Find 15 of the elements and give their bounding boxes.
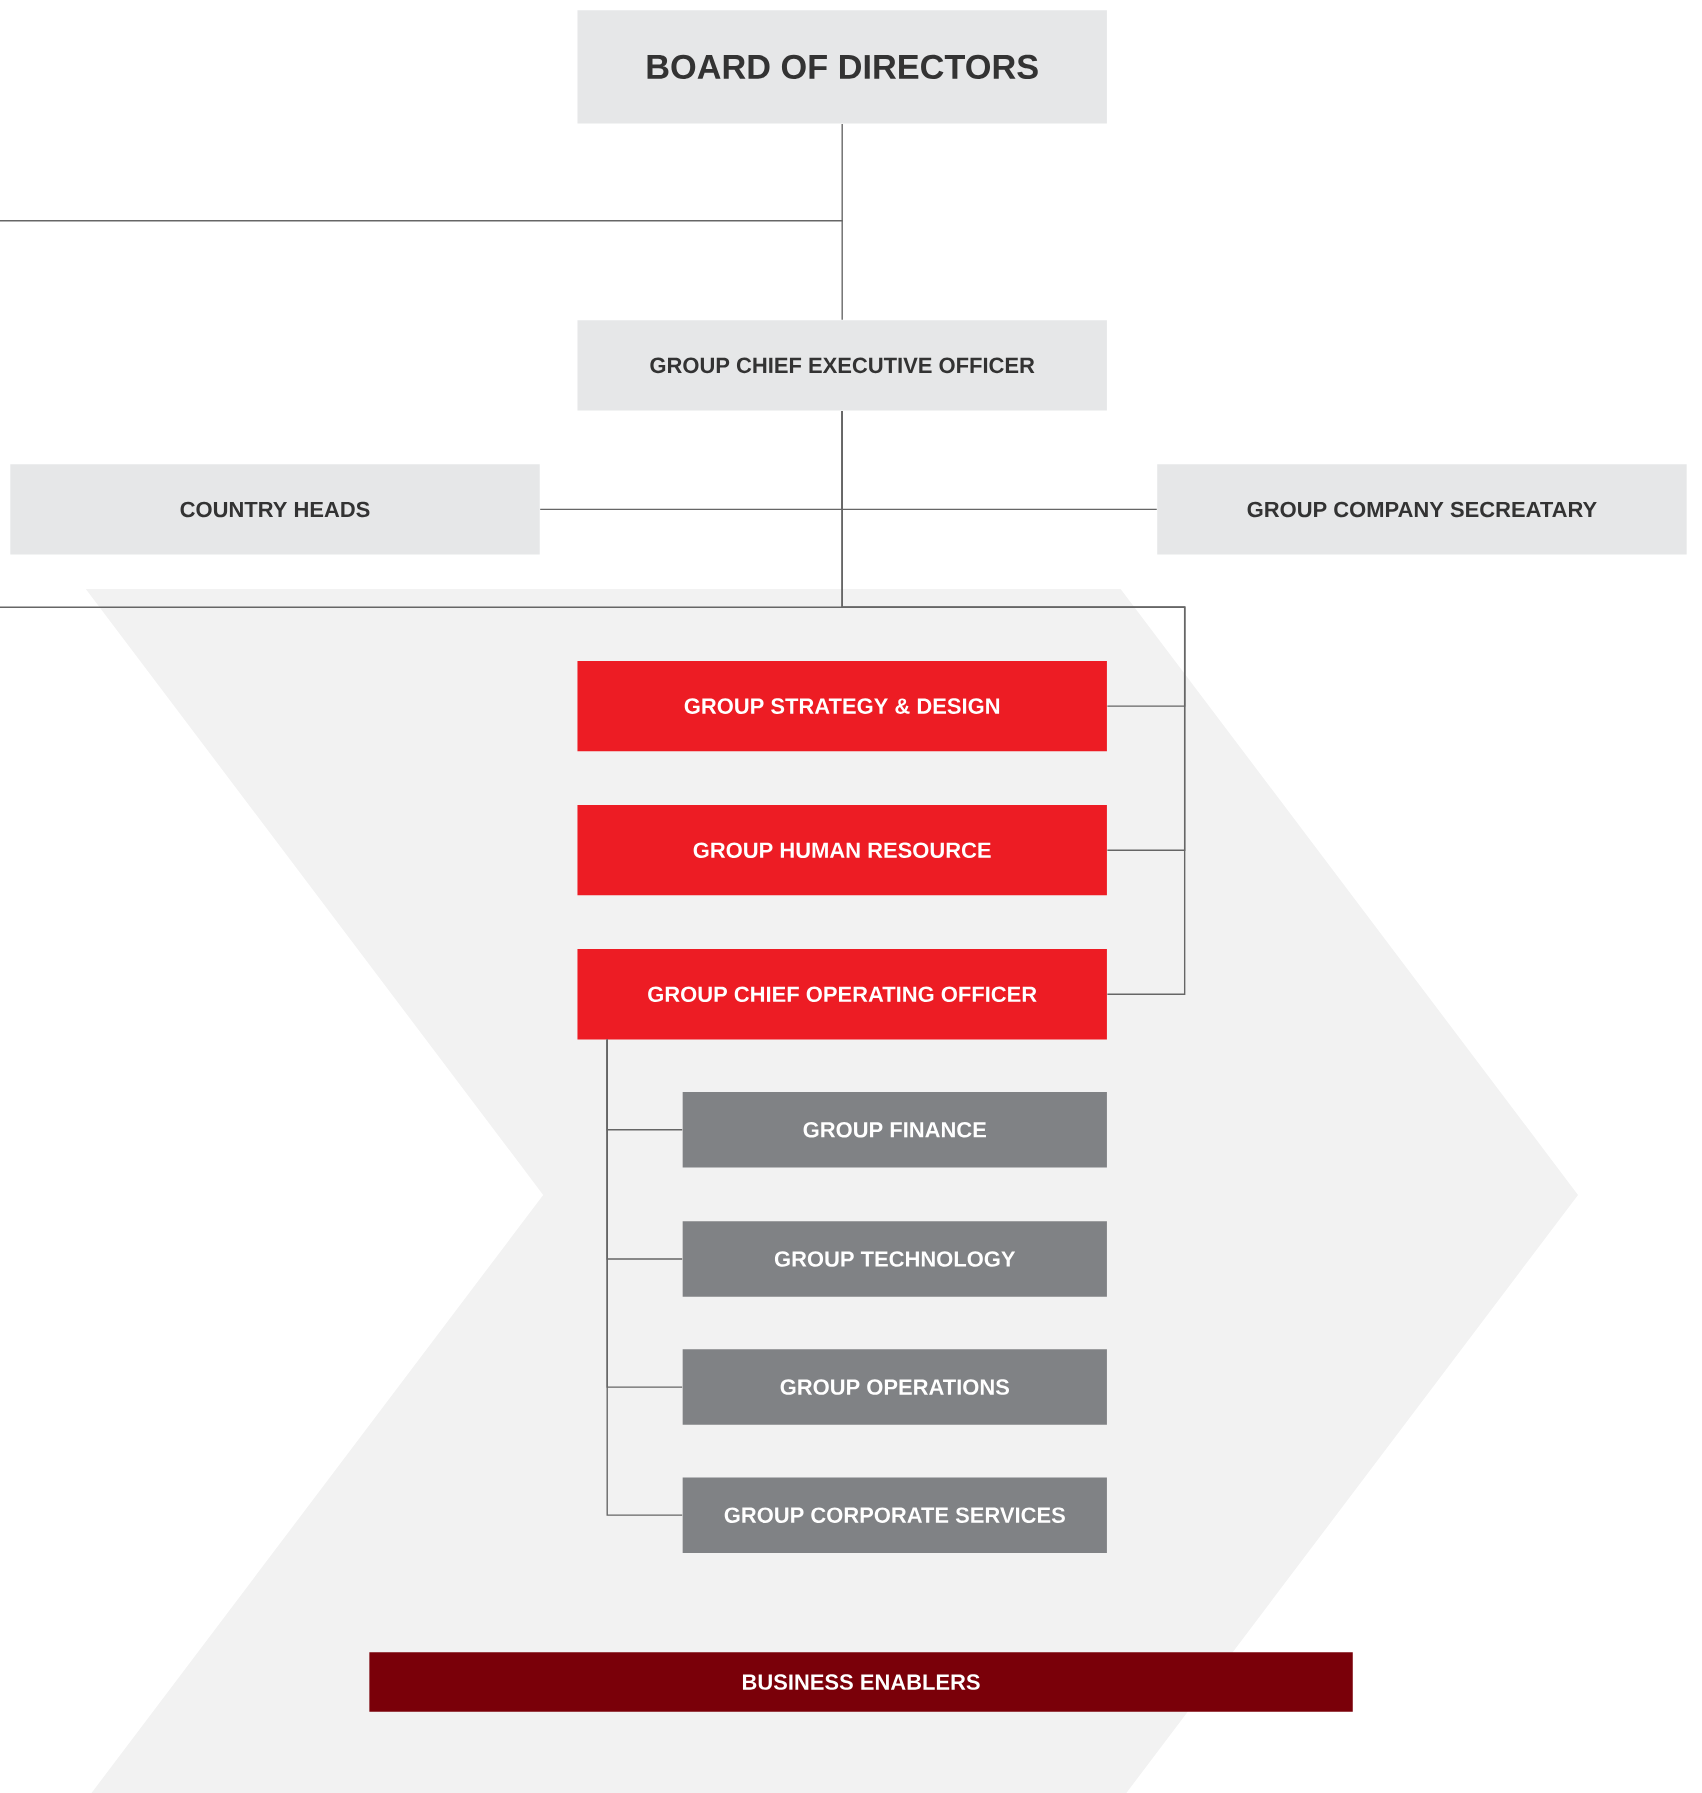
unit-box: GROUP OPERATIONS: [682, 1349, 1108, 1425]
department-box: GROUP STRATEGY & DESIGN: [577, 660, 1108, 752]
connector-line: [606, 1038, 684, 1516]
department-box: GROUP CHIEF OPERATING OFFICER: [577, 949, 1108, 1040]
connector-line: [841, 410, 1186, 995]
role-box: GROUP COMPANY SECREATARY: [1157, 464, 1687, 555]
banner-box: BUSINESS ENABLERS: [369, 1652, 1353, 1712]
connector-line: [841, 123, 844, 321]
role-box: GROUP CHIEF EXECUTIVE OFFICER: [577, 320, 1108, 411]
unit-box: GROUP FINANCE: [682, 1092, 1108, 1168]
unit-box: GROUP TECHNOLOGY: [682, 1221, 1108, 1297]
unit-box: GROUP CORPORATE SERVICES: [682, 1477, 1108, 1553]
title-box: BOARD OF DIRECTORS: [577, 10, 1108, 124]
role-box: COUNTRY HEADS: [10, 464, 540, 555]
department-box: GROUP HUMAN RESOURCE: [577, 805, 1108, 896]
